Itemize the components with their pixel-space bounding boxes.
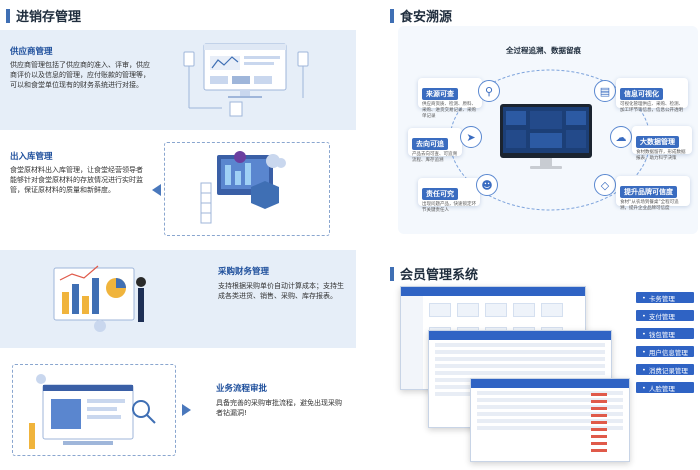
member-screen-front — [470, 378, 630, 462]
header-accent-bar — [390, 8, 394, 23]
bullet-icon: • — [642, 329, 646, 338]
trace-subtitle: 全过程追溯、数据留痕 — [506, 46, 581, 55]
warehouse-title: 出入库管理 — [10, 152, 53, 162]
approval-title: 业务流程审批 — [216, 384, 268, 394]
trace-node-responsibility: 责任可究 出现问题产品，快速锁定环节关键责任人 — [418, 178, 480, 213]
bullet-icon: • — [642, 347, 646, 356]
member-btn-label: 卡务管理 — [648, 294, 675, 303]
header-accent-bar — [390, 266, 394, 281]
screen-row — [477, 419, 623, 423]
trace-node-brand: 提升品牌可信度 食材“从农场到餐桌”全程可追溯，提升企业品牌可信度 — [616, 176, 690, 211]
screen-row — [477, 405, 623, 409]
trace-node-visualization: 信息可视化 可视化管理供应、采购、检测、加工环节等信息，信息公开透明 — [616, 78, 688, 113]
trace-node-desc: 食材数据留存，形成数据报表，助力科学决策 — [636, 150, 686, 161]
screen-card — [541, 303, 563, 317]
screen-header — [471, 379, 629, 388]
member-section-header: 会员管理系统 — [390, 264, 478, 283]
screen-row — [477, 412, 623, 416]
bullet-icon: • — [642, 383, 646, 392]
trace-node-desc: 可视化管理供应、采购、检测、加工环节等信息，信息公开透明 — [620, 102, 683, 113]
trace-node-bigdata: 大数据管理 食材数据留存，形成数据报表，助力科学决策 — [632, 126, 692, 161]
trace-node-title: 来源可查 — [422, 88, 458, 100]
trace-node-desc: 出现问题产品，快速锁定环节关键责任人 — [422, 202, 476, 213]
screen-header — [429, 331, 611, 340]
trace-node-title: 责任可究 — [422, 188, 458, 200]
member-btn-wallet[interactable]: •钱包管理 — [636, 328, 694, 339]
screen-row — [477, 398, 623, 402]
screen-card — [429, 303, 451, 317]
screen-row — [435, 364, 605, 368]
trace-node-desc: 供应商资质、检测、原料、采购、进货交易记录、采购单记录 — [422, 102, 476, 119]
purchase-text: 支持根据采购单价自动计算成本；支持生成各类进货、销售、采购、库存报表。 — [218, 282, 344, 300]
member-btn-label: 钱包管理 — [648, 330, 675, 339]
section-title-inventory: 进销存管理 — [16, 10, 82, 25]
screen-header — [401, 287, 585, 296]
monitor-illustration — [500, 104, 592, 172]
member-btn-label: 支付管理 — [648, 312, 675, 321]
member-btn-label: 人脸管理 — [648, 384, 675, 393]
member-btn-label: 消费记录管理 — [648, 366, 688, 375]
bullet-icon: • — [642, 293, 646, 302]
trace-node-desc: 产品去向可查、可追溯流程、库存追溯 — [412, 152, 457, 163]
arrow-right-icon — [182, 404, 191, 416]
bullet-icon: • — [642, 365, 646, 374]
member-btn-user-info[interactable]: •用户信息管理 — [636, 346, 694, 357]
screen-row — [435, 357, 605, 361]
screen-row — [477, 426, 623, 430]
supplier-illustration — [182, 38, 312, 120]
screen-row — [435, 343, 605, 347]
chart-icon: ▤ — [594, 80, 616, 102]
header-accent-bar — [6, 8, 10, 23]
screen-card — [485, 303, 507, 317]
trace-node-source: 来源可查 供应商资质、检测、原料、采购、进货交易记录、采购单记录 — [418, 78, 482, 119]
supplier-title: 供应商管理 — [10, 47, 53, 57]
trace-node-desc: 食材“从农场到餐桌”全程可追溯，提升企业品牌可信度 — [620, 200, 679, 211]
section-title-member: 会员管理系统 — [400, 268, 479, 283]
bullet-icon: • — [642, 311, 646, 320]
supplier-text: 供应商管理包括了供应商的准入、评审，供应商评价以及信息的管理，应付账款的管理等，… — [10, 61, 150, 89]
left-section-header: 进销存管理 — [6, 6, 81, 25]
screen-row — [477, 391, 623, 395]
approval-text: 具备完善的采购审批流程，避免出现采购者钻漏洞! — [216, 399, 342, 417]
user-icon: ☻ — [476, 174, 498, 196]
member-btn-face[interactable]: •人脸管理 — [636, 382, 694, 393]
purchase-illustration — [42, 258, 162, 340]
trace-node-title: 信息可视化 — [620, 88, 663, 100]
trace-node-title: 提升品牌可信度 — [620, 186, 677, 198]
approval-illustration-frame — [12, 364, 176, 456]
warehouse-illustration-frame — [164, 142, 330, 236]
purchase-title: 采购财务管理 — [218, 267, 270, 277]
member-btn-card[interactable]: •卡务管理 — [636, 292, 694, 303]
trace-node-title: 去向可追 — [412, 138, 448, 150]
screen-card — [513, 303, 535, 317]
screen-row — [435, 350, 605, 354]
screen-sidebar — [401, 296, 423, 389]
trace-section-header: 食安溯源 — [390, 6, 452, 25]
arrow-left-icon — [152, 184, 161, 196]
warehouse-text: 食堂原材料出入库管理，让食堂经营领导者能够针对食堂原材料的存放情况进行实时监管，… — [10, 166, 143, 194]
member-btn-consumption[interactable]: •消费记录管理 — [636, 364, 694, 375]
member-btn-label: 用户信息管理 — [648, 348, 688, 357]
search-icon: ⚲ — [478, 80, 500, 102]
send-icon: ➤ — [460, 126, 482, 148]
cloud-icon: ☁ — [610, 126, 632, 148]
member-btn-payment[interactable]: •支付管理 — [636, 310, 694, 321]
screen-status-column — [591, 393, 607, 453]
trace-node-title: 大数据管理 — [636, 136, 679, 148]
screen-row — [435, 371, 605, 375]
screen-card — [457, 303, 479, 317]
section-title-trace: 食安溯源 — [400, 10, 453, 25]
diamond-icon: ◇ — [594, 174, 616, 196]
trace-node-destination: 去向可追 产品去向可查、可追溯流程、库存追溯 — [408, 128, 462, 163]
supplier-band — [0, 30, 356, 130]
